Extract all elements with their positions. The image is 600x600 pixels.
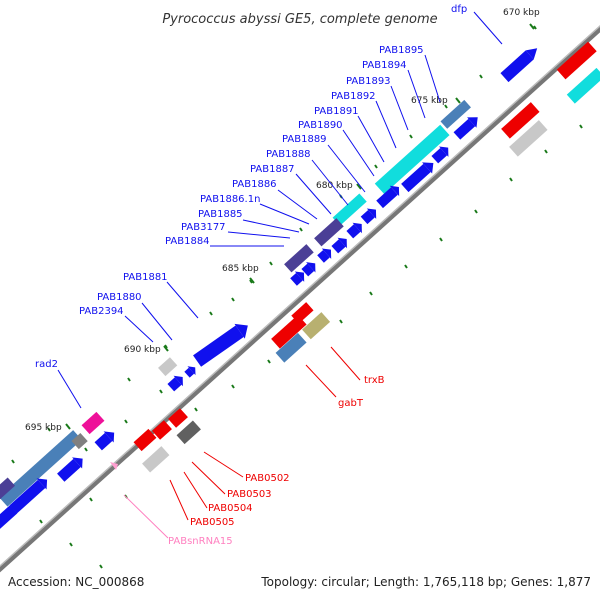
gene-feature[interactable] bbox=[71, 432, 88, 450]
gene-feature[interactable] bbox=[375, 182, 404, 210]
gene-feature[interactable] bbox=[314, 218, 344, 247]
gene-label[interactable]: PAB1881 bbox=[123, 272, 168, 283]
gene-feature[interactable] bbox=[440, 99, 471, 129]
gene-label-trxB[interactable]: trxB bbox=[364, 375, 385, 386]
gene-feature[interactable] bbox=[500, 44, 541, 83]
gene-feature[interactable] bbox=[374, 124, 450, 195]
gene-label[interactable]: PAB0503 bbox=[227, 489, 272, 500]
gene-feature[interactable] bbox=[271, 314, 307, 349]
gene-feature[interactable] bbox=[93, 427, 119, 452]
gene-feature[interactable] bbox=[509, 120, 548, 157]
gene-feature[interactable] bbox=[8, 474, 51, 515]
gene-label[interactable]: PAB1893 bbox=[346, 76, 391, 87]
kbp-label: 675 kbp bbox=[411, 96, 448, 106]
gene-label[interactable]: PAB0505 bbox=[190, 517, 235, 528]
gene-label[interactable]: PAB1890 bbox=[298, 120, 343, 131]
gene-labels-blue: dfp PAB1895 PAB1894 PAB1893 PAB1892 PAB1… bbox=[35, 4, 467, 370]
gene-feature[interactable] bbox=[291, 302, 314, 324]
gene-feature[interactable] bbox=[566, 67, 600, 104]
gene-label[interactable]: PAB1895 bbox=[379, 45, 424, 56]
gene-feature[interactable] bbox=[430, 142, 453, 164]
label-leader-lines-red bbox=[169, 346, 361, 521]
gene-feature[interactable] bbox=[0, 477, 16, 502]
label-leader-line-pink bbox=[123, 494, 169, 539]
gene-feature[interactable] bbox=[192, 318, 253, 368]
gene-label[interactable]: PAB1894 bbox=[362, 60, 407, 71]
gene-feature[interactable] bbox=[501, 102, 540, 139]
gene-label[interactable]: PAB0504 bbox=[208, 503, 253, 514]
gene-label[interactable]: PAB1888 bbox=[266, 149, 311, 160]
gene-feature[interactable] bbox=[300, 258, 320, 278]
gene-feature[interactable] bbox=[345, 219, 366, 240]
gene-label[interactable]: PAB1891 bbox=[314, 106, 359, 117]
gene-feature[interactable] bbox=[168, 408, 188, 428]
kbp-label: 690 kbp bbox=[124, 345, 161, 355]
gene-feature[interactable] bbox=[330, 234, 351, 255]
gene-label-pabsnrna15[interactable]: PABsnRNA15 bbox=[168, 536, 233, 547]
gene-feature[interactable] bbox=[275, 332, 307, 363]
kbp-label: 670 kbp bbox=[503, 8, 540, 18]
gene-labels-red: trxB gabT PAB0502 PAB0503 PAB0504 PAB050… bbox=[190, 375, 385, 528]
gene-label[interactable]: PAB1885 bbox=[198, 209, 243, 220]
gene-label[interactable]: PAB1889 bbox=[282, 134, 327, 145]
gene-label[interactable]: PAB2394 bbox=[79, 306, 124, 317]
gene-feature[interactable] bbox=[556, 41, 597, 80]
gene-label[interactable]: PAB1886.1n bbox=[200, 194, 260, 205]
gene-feature[interactable] bbox=[284, 244, 314, 273]
gene-feature[interactable] bbox=[176, 420, 201, 445]
gene-label[interactable]: PAB1880 bbox=[97, 292, 142, 303]
gene-feature[interactable] bbox=[332, 193, 367, 226]
gene-feature[interactable] bbox=[0, 430, 82, 507]
major-tick-marks bbox=[65, 23, 535, 430]
gene-feature[interactable] bbox=[359, 204, 380, 225]
gene-feature[interactable] bbox=[152, 420, 172, 440]
gene-feature[interactable] bbox=[400, 157, 438, 194]
kbp-label: 680 kbp bbox=[316, 181, 353, 191]
gene-label[interactable]: PAB1886 bbox=[232, 179, 277, 190]
gene-label-rad2[interactable]: rad2 bbox=[35, 359, 58, 370]
gene-label[interactable]: PAB1887 bbox=[250, 164, 295, 175]
genome-backbone bbox=[0, 24, 600, 573]
accession-text: Accession: NC_000868 bbox=[8, 575, 144, 589]
gene-label-gabT[interactable]: gabT bbox=[338, 398, 364, 409]
genome-summary-text: Topology: circular; Length: 1,765,118 bp… bbox=[260, 575, 591, 589]
gene-feature bbox=[110, 462, 118, 470]
map-title: Pyrococcus abyssi GE5, complete genome bbox=[162, 12, 437, 27]
gene-feature[interactable] bbox=[452, 112, 482, 141]
gene-label-dfp[interactable]: dfp bbox=[451, 4, 467, 15]
label-leader-lines-blue bbox=[57, 11, 503, 409]
kbp-label: 685 kbp bbox=[222, 264, 259, 274]
gene-label[interactable]: PAB3177 bbox=[181, 222, 226, 233]
gene-feature[interactable] bbox=[56, 453, 88, 484]
gene-feature[interactable] bbox=[133, 428, 157, 452]
gene-feature[interactable] bbox=[289, 267, 309, 287]
gene-feature[interactable] bbox=[302, 312, 331, 340]
kbp-label: 695 kbp bbox=[25, 423, 62, 433]
gene-label[interactable]: PAB1892 bbox=[331, 91, 376, 102]
gene-feature[interactable] bbox=[0, 505, 18, 530]
gene-feature[interactable] bbox=[158, 357, 178, 377]
gene-feature[interactable] bbox=[142, 446, 170, 473]
gene-label[interactable]: PAB0502 bbox=[245, 473, 290, 484]
gene-feature[interactable] bbox=[316, 244, 336, 264]
gene-feature[interactable] bbox=[81, 411, 105, 435]
gene-feature[interactable] bbox=[183, 363, 199, 379]
gene-label[interactable]: PAB1884 bbox=[165, 236, 210, 247]
gene-feature[interactable] bbox=[166, 372, 187, 393]
